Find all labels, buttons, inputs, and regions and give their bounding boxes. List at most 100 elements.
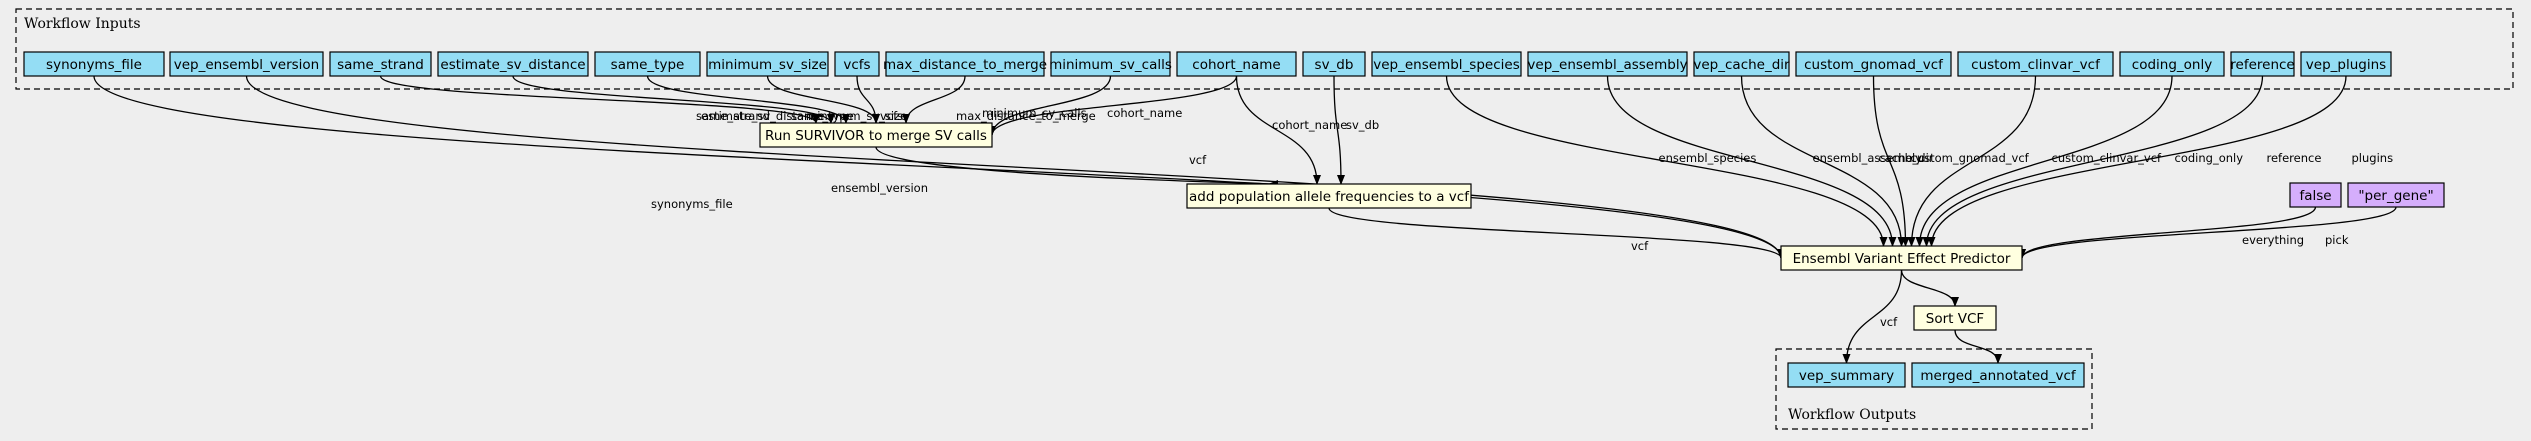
edge-label-minimum-sv-size: minimum_sv_size xyxy=(806,109,907,123)
workflow-outputs-cluster xyxy=(1775,348,2093,430)
input-vep-ensembl-assembly-label: vep_ensembl_assembly xyxy=(1527,57,1687,73)
input-sv-db-box xyxy=(1302,51,1366,77)
edge-label-ensembl-assembly: ensembl_assembly xyxy=(1813,151,1923,165)
input-cohort-name: cohort_name xyxy=(1176,51,1297,77)
edge-af-vcf xyxy=(1328,207,1785,259)
input-vep-ensembl-species: vep_ensembl_species xyxy=(1371,51,1522,77)
default-per-gene-box xyxy=(2347,182,2445,208)
output-vep-summary-label: vep_summary xyxy=(1799,368,1894,384)
input-minimum-sv-size-label: minimum_sv_size xyxy=(708,57,827,73)
input-cohort-name-box xyxy=(1176,51,1297,77)
input-vep-ensembl-version-label: vep_ensembl_version xyxy=(174,57,319,73)
input-synonyms-file-box xyxy=(23,51,165,77)
edge-label-vep-vcf: vcf xyxy=(1880,315,1898,329)
edge-custom-gnomad-vcf xyxy=(1872,75,1910,247)
edge-reference xyxy=(1922,75,2264,247)
input-vep-plugins: vep_plugins xyxy=(2300,51,2392,77)
workflow-inputs-label: Workflow Inputs xyxy=(24,16,141,32)
edge-label-synonyms-file: synonyms_file xyxy=(651,197,733,211)
edge-label-coding-only: coding_only xyxy=(2175,151,2244,165)
input-custom-clinvar-vcf-label: custom_clinvar_vcf xyxy=(1971,57,2101,73)
input-custom-clinvar-vcf: custom_clinvar_vcf xyxy=(1957,51,2114,77)
input-same-type-label: same_type xyxy=(611,57,685,73)
input-synonyms-file-label: synonyms_file xyxy=(46,57,142,73)
input-same-strand-box xyxy=(329,51,432,77)
edge-synonyms-file xyxy=(93,75,1785,259)
default-false-label: false xyxy=(2299,188,2331,204)
step-sort-vcf-box xyxy=(1913,305,1997,331)
input-same-type-box xyxy=(594,51,701,77)
output-merged-annotated-vcf-label: merged_annotated_vcf xyxy=(1920,368,2077,384)
edge-label-custom-clinvar-vcf: custom_clinvar_vcf xyxy=(2052,151,2163,165)
edge-label-plugins: plugins xyxy=(2352,151,2394,165)
edge-label-max-distance-to-merge: max_distance_to_merge xyxy=(956,109,1096,123)
edge-estimate-sv-distance xyxy=(512,75,835,124)
step-run-survivor: Run SURVIVOR to merge SV calls xyxy=(759,122,993,148)
input-estimate-sv-distance-label: estimate_sv_distance xyxy=(440,57,585,73)
input-custom-gnomad-vcf-box xyxy=(1795,51,1952,77)
input-max-distance-to-merge-box xyxy=(885,51,1045,77)
input-vcfs-label: vcfs xyxy=(843,57,870,73)
input-vcfs-box xyxy=(834,51,880,77)
step-ensembl-vep-label: Ensembl Variant Effect Predictor xyxy=(1793,251,2011,267)
input-reference: reference xyxy=(2230,51,2295,77)
input-vep-ensembl-species-label: vep_ensembl_species xyxy=(1373,57,1519,73)
input-vcfs: vcfs xyxy=(834,51,880,77)
edge-label-same-type: same_type xyxy=(791,109,854,123)
input-vep-ensembl-species-box xyxy=(1371,51,1522,77)
step-add-allele-frequencies-label: add population allele frequencies to a v… xyxy=(1189,189,1470,205)
input-vep-ensembl-version-box xyxy=(169,51,324,77)
edge-label-minimum-sv-calls: minimum_sv_calls xyxy=(982,106,1087,120)
edge-cache-dir xyxy=(1740,75,1906,247)
input-max-distance-to-merge-label: max_distance_to_merge xyxy=(883,57,1047,73)
input-minimum-sv-calls-label: minimum_sv_calls xyxy=(1049,57,1172,73)
output-vep-summary: vep_summary xyxy=(1787,362,1906,388)
edge-label-vcfs: vcfs xyxy=(880,109,903,123)
input-cohort-name-label: cohort_name xyxy=(1192,57,1280,73)
input-same-strand: same_strand xyxy=(329,51,432,77)
step-run-survivor-label: Run SURVIVOR to merge SV calls xyxy=(765,128,987,144)
edge-label-survivor-vcf: vcf xyxy=(1189,153,1207,167)
default-per-gene-label: "per_gene" xyxy=(2358,188,2433,204)
input-coding-only: coding_only xyxy=(2119,51,2225,77)
edge-cohort-name-survivor xyxy=(988,75,1238,136)
input-minimum-sv-size: minimum_sv_size xyxy=(706,51,829,77)
default-false-box xyxy=(2289,182,2342,208)
edge-custom-clinvar-vcf xyxy=(1907,75,2037,247)
input-vep-cache-dir: vep_cache_dir xyxy=(1693,51,1790,77)
edge-label-ensembl-version: ensembl_version xyxy=(831,181,928,195)
input-vep-cache-dir-label: vep_cache_dir xyxy=(1693,57,1790,73)
input-max-distance-to-merge: max_distance_to_merge xyxy=(883,51,1047,77)
edge-vcfs xyxy=(856,75,880,124)
edge-link-26 xyxy=(1954,329,2002,364)
input-custom-clinvar-vcf-box xyxy=(1957,51,2114,77)
input-reference-label: reference xyxy=(2230,57,2294,73)
edge-label-af-vcf: vcf xyxy=(1631,239,1649,253)
edge-label-cohort-name-af: cohort_name xyxy=(1272,118,1347,132)
edge-label-custom-gnomad-vcf: custom_gnomad_vcf xyxy=(1911,151,2030,165)
input-vep-plugins-label: vep_plugins xyxy=(2306,57,2386,73)
edge-label-cohort-name-survivor: cohort_name xyxy=(1107,106,1182,120)
input-minimum-sv-calls-box xyxy=(1050,51,1171,77)
step-sort-vcf: Sort VCF xyxy=(1913,305,1997,331)
step-ensembl-vep-box xyxy=(1780,245,2023,271)
edge-label-reference: reference xyxy=(2267,151,2322,165)
input-vep-ensembl-assembly-box xyxy=(1527,51,1688,77)
input-vep-cache-dir-box xyxy=(1693,51,1790,77)
output-merged-annotated-vcf-box xyxy=(1911,362,2085,388)
edge-same-strand xyxy=(379,75,820,124)
step-sort-vcf-label: Sort VCF xyxy=(1926,311,1984,327)
output-vep-summary-box xyxy=(1787,362,1906,388)
edge-label-same-strand: same_strand xyxy=(696,109,770,123)
input-sv-db-label: sv_db xyxy=(1315,57,1354,73)
input-minimum-sv-size-box xyxy=(706,51,829,77)
edge-ensembl-species xyxy=(1445,75,1888,247)
edge-label-sv-db: sv_db xyxy=(1346,118,1379,132)
edge-label-cache-dir: cache_dir xyxy=(1879,151,1934,165)
input-custom-gnomad-vcf-label: custom_gnomad_vcf xyxy=(1804,57,1944,73)
edge-link-24 xyxy=(1842,269,1903,364)
input-vep-ensembl-version: vep_ensembl_version xyxy=(169,51,324,77)
edge-everything xyxy=(2018,206,2317,259)
input-custom-gnomad-vcf: custom_gnomad_vcf xyxy=(1795,51,1952,77)
input-same-type: same_type xyxy=(594,51,701,77)
